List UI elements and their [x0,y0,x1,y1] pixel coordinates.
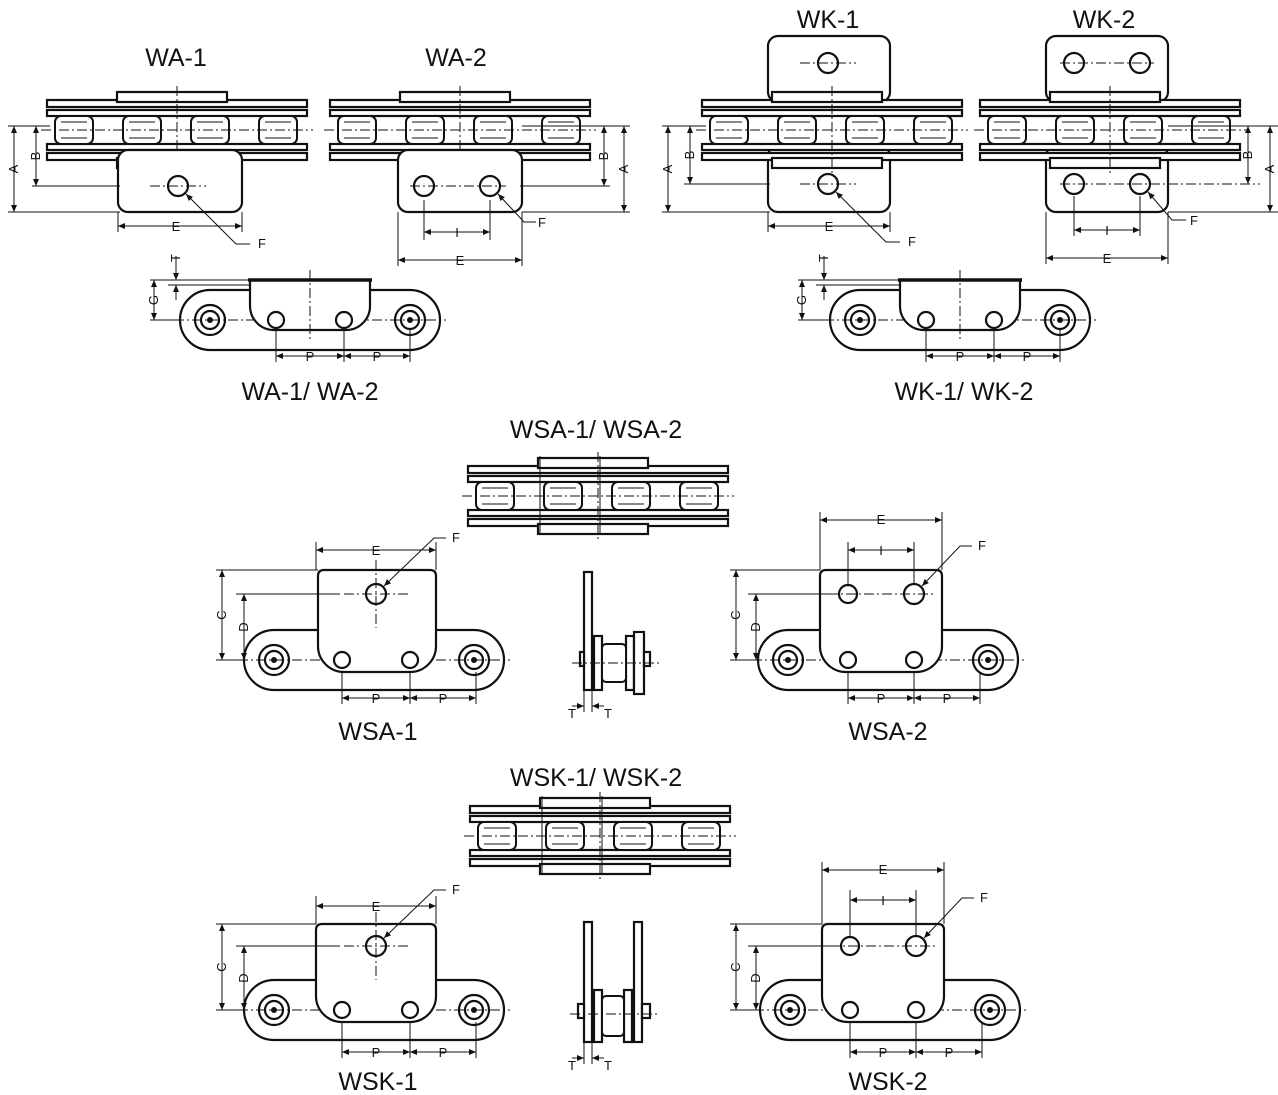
wsa1-side-view [216,537,512,704]
dim-label: B [596,152,611,161]
title-wa1: WA-1 [145,44,207,72]
dim-label: P [956,349,965,364]
title-wsk2: WSK-2 [848,1068,927,1095]
dim-label: I [455,225,459,240]
dim-label: E [172,219,181,234]
title-wk1: WK-1 [797,6,860,34]
dim-label: P [1023,349,1032,364]
dim-label: I [879,543,883,558]
title-wk-combo: WK-1/ WK-2 [895,378,1034,406]
dim-label: F [258,236,266,251]
dim-label: F [452,530,460,545]
dim-label: B [28,152,43,161]
dim-label: I [1105,223,1109,238]
dim-label: E [877,512,886,527]
dim-label: I [881,893,885,908]
dim-label: F [538,215,546,230]
dim-label: P [943,691,952,706]
wsa2-side-view [730,512,1026,704]
dim-label: F [978,538,986,553]
dim-label: B [1240,151,1255,160]
title-wa2: WA-2 [425,44,487,72]
dim-label: P [306,349,315,364]
dim-label: C [214,962,229,971]
wsk1-side-view [216,889,512,1058]
title-wa-combo: WA-1/ WA-2 [241,378,378,406]
wa2-top-view [322,84,630,266]
dim-label: E [372,543,381,558]
dim-label: F [980,890,988,905]
wsa-end-view [572,570,660,712]
dim-label: G [794,295,809,305]
dim-label: D [236,622,251,631]
title-wsk1: WSK-1 [338,1068,417,1095]
dim-label: T [568,1058,576,1073]
dim-label: A [6,164,21,173]
dim-label: D [748,973,763,982]
dim-label: A [660,164,675,173]
dim-label: P [372,1045,381,1060]
title-wsa1: WSA-1 [338,718,417,746]
dim-label: D [236,973,251,982]
dim-label: E [1103,251,1112,266]
dim-label: A [616,164,631,173]
dim-label: C [728,962,743,971]
dim-label: B [682,151,697,160]
dim-label: C [214,610,229,619]
dim-label: E [879,862,888,877]
wsk2-side-view [730,862,1028,1058]
dim-label: T [168,254,183,262]
dim-label: E [456,253,465,268]
dim-label: P [439,691,448,706]
dim-label: T [568,706,576,721]
dim-label: T [604,1058,612,1073]
wa1-top-view [8,84,315,245]
dim-label: A [1262,164,1277,173]
wsa-top-view [460,450,736,542]
dim-label: P [439,1045,448,1060]
title-wsa-combo: WSA-1/ WSA-2 [510,416,682,444]
dim-label: G [146,295,161,305]
dim-label: C [728,610,743,619]
dim-label: E [825,219,834,234]
dim-label: D [748,622,763,631]
title-wsa2: WSA-2 [848,718,927,746]
dim-label: P [945,1045,954,1060]
dim-label: T [816,254,831,262]
dim-label: P [879,1045,888,1060]
title-wk2: WK-2 [1073,6,1136,34]
wsk-end-view [570,920,660,1064]
dim-label: P [373,349,382,364]
dim-label: F [908,234,916,249]
dim-label: P [372,691,381,706]
wk1-top-view [662,34,970,243]
wsk-top-view [462,790,738,882]
dim-label: T [604,706,612,721]
wa-side-view [150,256,448,362]
wk2-top-view [972,34,1278,264]
wk-side-view [798,256,1098,362]
title-wsk-combo: WSK-1/ WSK-2 [510,764,682,792]
dim-label: P [877,691,886,706]
dim-label: F [452,882,460,897]
dim-label: F [1190,213,1198,228]
dim-label: E [372,899,381,914]
